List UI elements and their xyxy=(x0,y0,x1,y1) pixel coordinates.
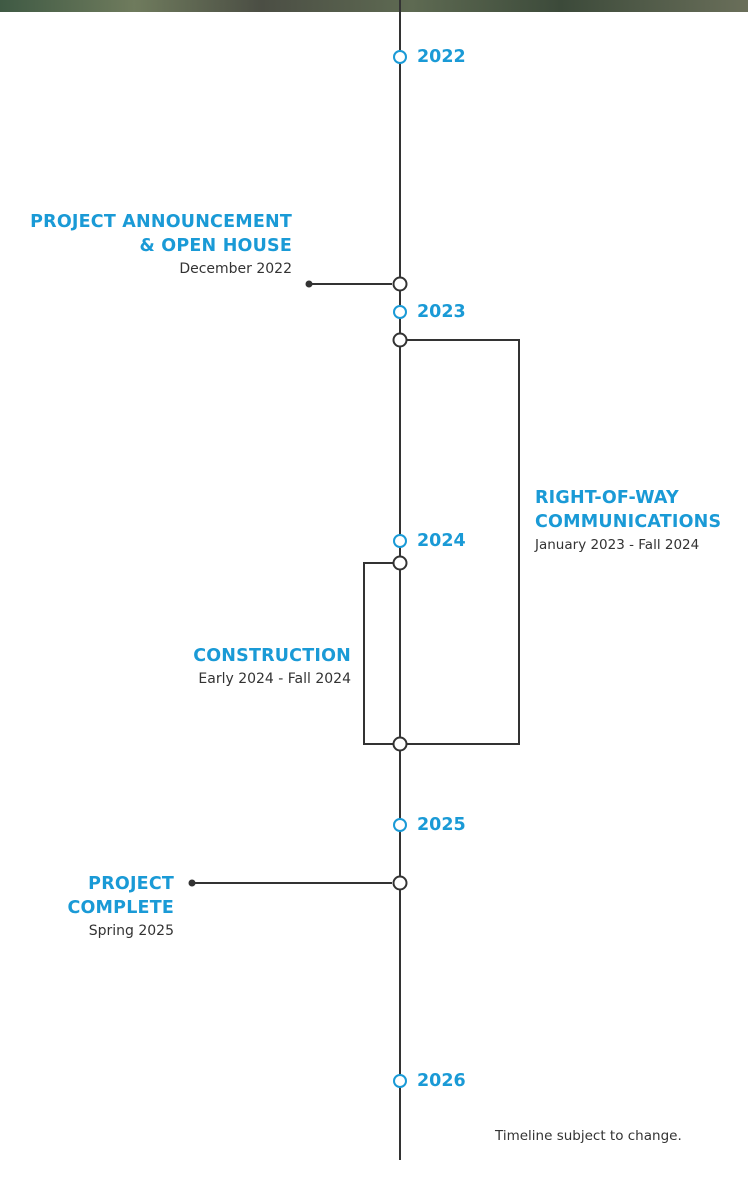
node-construction-start xyxy=(392,555,408,571)
footnote: Timeline subject to change. xyxy=(495,1128,682,1144)
year-label-2022: 2022 xyxy=(417,47,466,67)
year-marker-2025 xyxy=(393,818,407,832)
event-complete-date: Spring 2025 xyxy=(88,923,174,939)
year-label-2023: 2023 xyxy=(417,302,466,322)
year-label-2024: 2024 xyxy=(417,531,466,551)
year-marker-2026 xyxy=(393,1074,407,1088)
event-construction-date: Early 2024 - Fall 2024 xyxy=(198,671,351,687)
event-announcement-date: December 2022 xyxy=(179,261,292,277)
node-announcement xyxy=(392,276,408,292)
year-label-2026: 2026 xyxy=(417,1071,466,1091)
year-marker-2024 xyxy=(393,534,407,548)
year-label-2025: 2025 xyxy=(417,815,466,835)
event-row-date: January 2023 - Fall 2024 xyxy=(535,537,700,553)
year-marker-2022 xyxy=(393,50,407,64)
event-row: RIGHT-OF-WAY COMMUNICATIONS January 2023… xyxy=(535,486,745,556)
header-photo-band xyxy=(0,0,748,12)
event-construction-title: CONSTRUCTION xyxy=(193,646,351,666)
row-bracket xyxy=(407,339,520,745)
node-row-start xyxy=(392,332,408,348)
event-complete: PROJECT COMPLETE Spring 2025 xyxy=(24,872,174,942)
event-announcement: PROJECT ANNOUNCEMENT & OPEN HOUSE Decemb… xyxy=(0,210,292,280)
complete-dot xyxy=(188,879,196,887)
event-complete-title: PROJECT COMPLETE xyxy=(67,874,174,918)
year-marker-2023 xyxy=(393,305,407,319)
node-end-fall-2024 xyxy=(392,736,408,752)
event-row-title: RIGHT-OF-WAY COMMUNICATIONS xyxy=(535,488,722,532)
announcement-dot xyxy=(305,280,313,288)
event-announcement-title: PROJECT ANNOUNCEMENT & OPEN HOUSE xyxy=(30,212,292,256)
node-complete xyxy=(392,875,408,891)
event-construction: CONSTRUCTION Early 2024 - Fall 2024 xyxy=(111,644,351,690)
construction-bracket xyxy=(363,562,393,745)
